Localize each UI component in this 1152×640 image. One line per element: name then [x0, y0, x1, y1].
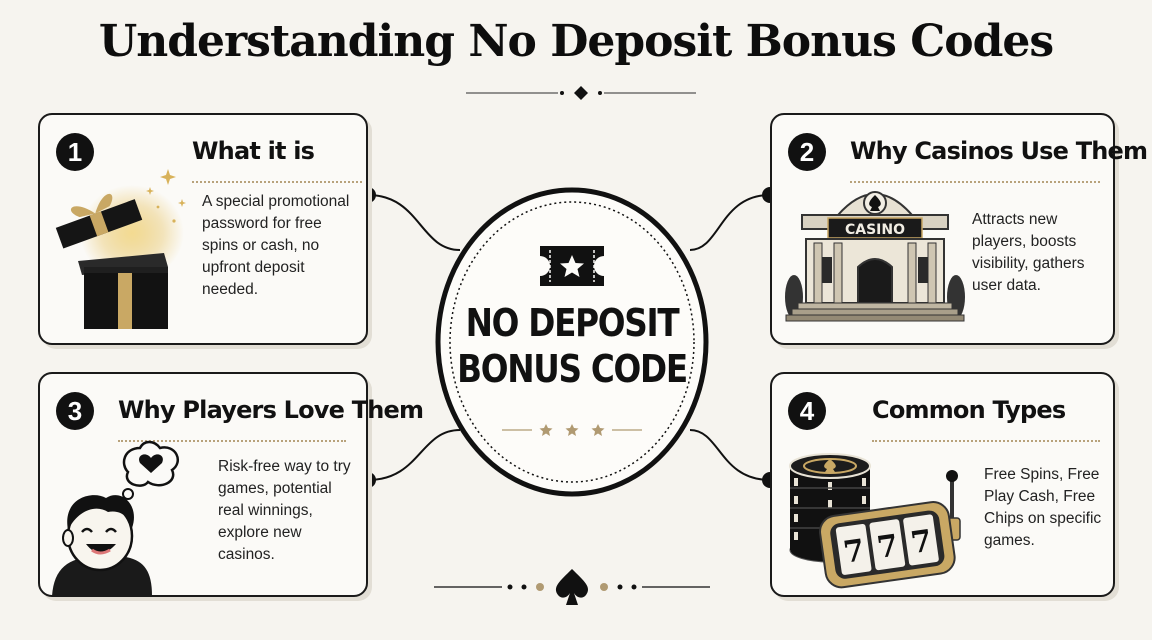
chips-and-slot-machine-icon: 7 7 7: [789, 453, 961, 589]
card-why-players-love-them: 3 Why Players Love Them Risk-free way to…: [38, 372, 424, 597]
spade-icon: [555, 569, 589, 605]
card-title-1: What it is: [192, 137, 315, 165]
card-title-2: Why Casinos Use Them: [850, 137, 1148, 165]
card-description-1: A special promotional password for free …: [202, 193, 350, 298]
ticket-icon: [540, 246, 604, 286]
casino-sign-text: CASINO: [845, 222, 905, 238]
center-label-line-2: BONUS CODE: [457, 347, 688, 391]
title-divider: [192, 181, 362, 183]
card-why-casinos-use-them: 2 Why Casinos Use Them CASINO Attracts n…: [770, 113, 1148, 345]
center-label-line-1: NO DEPOSIT: [465, 301, 680, 345]
card-title-3: Why Players Love Them: [118, 396, 424, 424]
title-divider: [850, 181, 1100, 183]
step-number-3: 3: [56, 392, 94, 430]
step-number-4: 4: [788, 392, 826, 430]
slot-reel-2: 7: [875, 528, 901, 566]
card-title-4: Common Types: [872, 396, 1066, 424]
title-divider: [118, 440, 346, 442]
step-number-2: 2: [788, 133, 826, 171]
card-description-3: Risk-free way to try games, potential re…: [218, 458, 351, 563]
card-description-2: Attracts new players, boosts visibility,…: [972, 211, 1085, 294]
slot-machine-icon: 7 7 7: [819, 470, 961, 589]
footer-ornament: [434, 569, 710, 605]
happy-player-icon: [52, 440, 179, 596]
title-divider: [872, 440, 1100, 442]
slot-reel-3: 7: [909, 524, 935, 562]
card-common-types: 4 Common Types: [770, 372, 1115, 597]
card-description-4: Free Spins, Free Play Cash, Free Chips o…: [984, 466, 1102, 549]
center-badge: [435, 187, 709, 497]
step-number-1: 1: [56, 133, 94, 171]
casino-building-icon: CASINO: [785, 191, 965, 322]
gift-box-icon: [55, 169, 186, 329]
center-label: NO DEPOSIT BONUS CODE: [453, 300, 690, 392]
stars-ornament: [502, 424, 642, 436]
title-ornament: [466, 86, 696, 100]
card-what-it-is: 1 What it is A special promotional passw…: [38, 113, 368, 345]
page-title: Understanding No Deposit Bonus Codes: [98, 16, 1054, 67]
heart-thought-bubble-icon: [116, 440, 179, 508]
slot-reel-1: 7: [841, 533, 867, 571]
